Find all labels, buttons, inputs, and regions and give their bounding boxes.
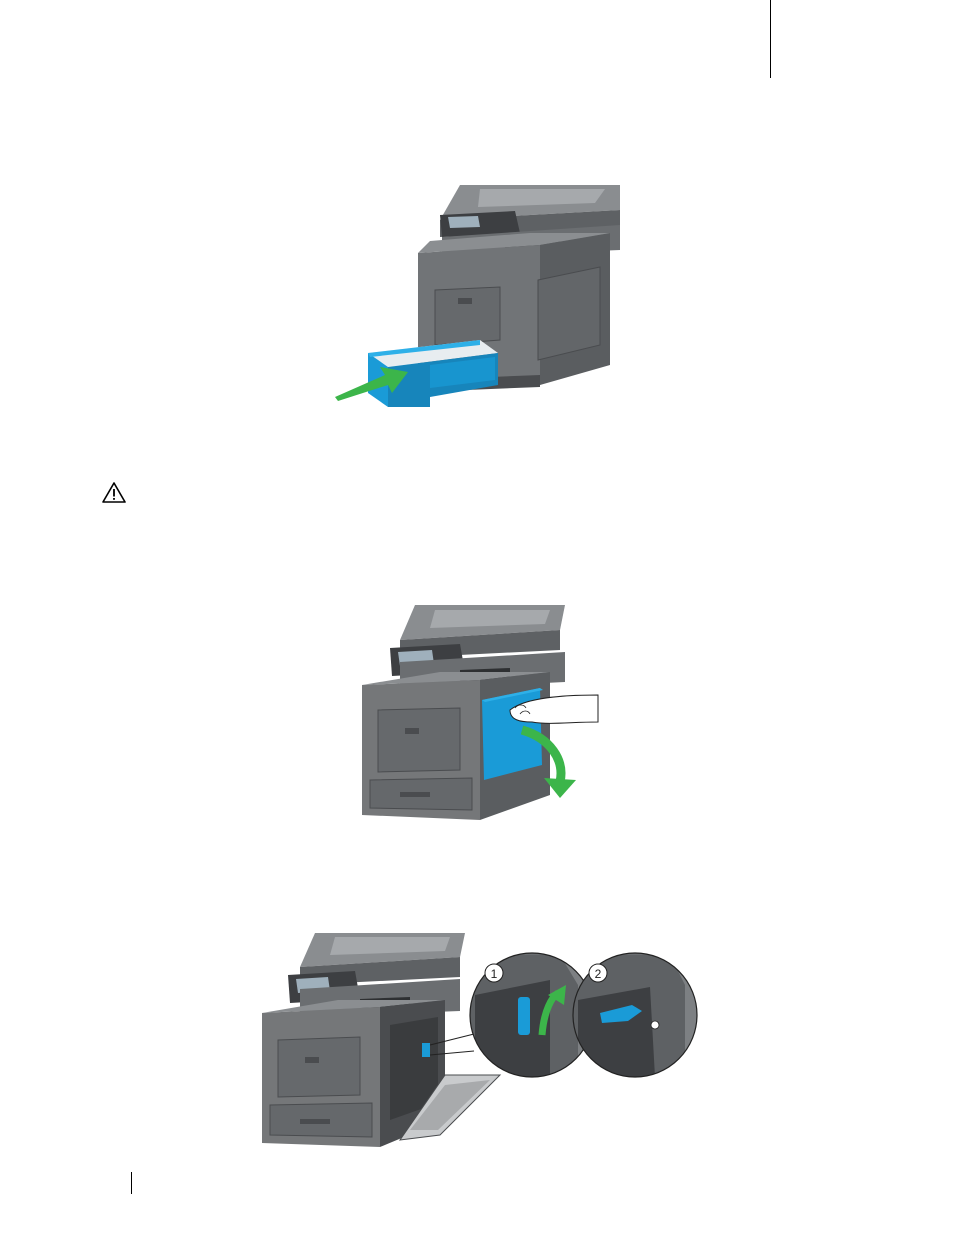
page-header-rule: [770, 0, 771, 78]
footer-rule: [131, 1172, 132, 1194]
zoom-detail-step-2: 2: [573, 953, 700, 1077]
warning-triangle-icon: [102, 482, 126, 503]
step-badge-2: 2: [595, 967, 602, 981]
step-badge-1: 1: [491, 967, 498, 981]
lever-small: [422, 1043, 430, 1057]
figure-open-right-side-cover: [360, 600, 600, 825]
figure-unlock-waste-toner-lever: 1 2: [260, 925, 700, 1150]
figure-insert-paper-tray: [330, 175, 625, 415]
